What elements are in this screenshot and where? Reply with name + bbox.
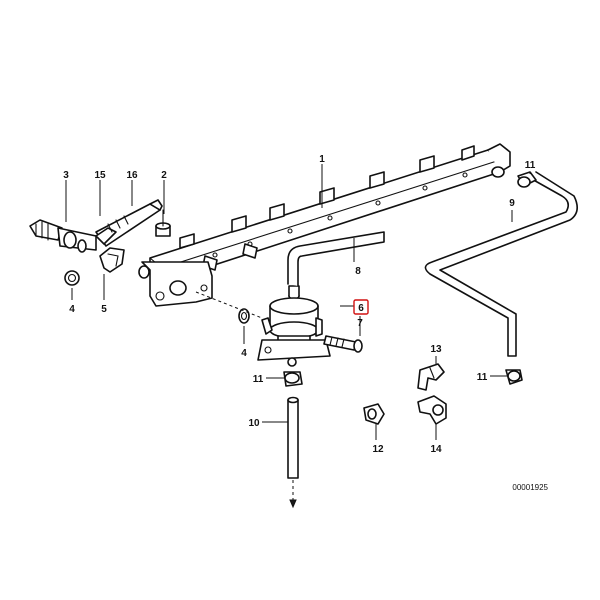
bracket-14: [417, 395, 447, 425]
callout-2: 2: [161, 170, 167, 181]
hose-clamp-11-center: [283, 371, 303, 387]
screw-2: [155, 209, 171, 237]
fuel-line-9: [424, 171, 578, 357]
hose-8: [287, 231, 385, 287]
callout-8: 8: [355, 266, 361, 277]
callout-9: 9: [509, 198, 515, 209]
callout-6-highlight: [353, 299, 369, 315]
injector-assembly: [29, 199, 163, 253]
callout-4-left: 4: [69, 304, 75, 315]
clip-5: [99, 247, 125, 273]
callout-10: 10: [248, 418, 260, 429]
callout-5: 5: [101, 304, 107, 315]
seal-ring-4-center: [238, 308, 250, 324]
callout-12: 12: [372, 444, 384, 455]
callout-16: 16: [126, 170, 138, 181]
clip-12: [363, 403, 385, 425]
hose-10: [287, 396, 299, 509]
callout-7: 7: [357, 318, 363, 329]
bracket-13: [417, 363, 445, 391]
hose-clamp-11-right-top: [517, 171, 537, 188]
callout-11-right-bottom: 11: [477, 372, 488, 383]
diagram-reference-number: 00001925: [512, 483, 548, 492]
callout-6: 6: [358, 303, 364, 314]
screw-7: [323, 335, 363, 353]
leader-lines: [65, 164, 531, 440]
callout-1: 1: [319, 154, 325, 165]
callout-15: 15: [94, 170, 106, 181]
callout-14: 14: [430, 444, 442, 455]
callout-labels: 1 2 3 15 16 4 5 4 6 7 8 9 11 11 11 10 12…: [63, 154, 536, 455]
callout-11-center: 11: [253, 374, 264, 385]
callout-3: 3: [63, 170, 69, 181]
callout-11-right-top: 11: [525, 160, 536, 171]
callout-4-center: 4: [241, 348, 247, 359]
fuel-rail: [138, 143, 511, 307]
hose-clamp-11-right-bottom: [505, 369, 523, 385]
callout-13: 13: [430, 344, 442, 355]
pressure-regulator: [257, 285, 331, 367]
seal-ring-4-left: [64, 270, 80, 286]
